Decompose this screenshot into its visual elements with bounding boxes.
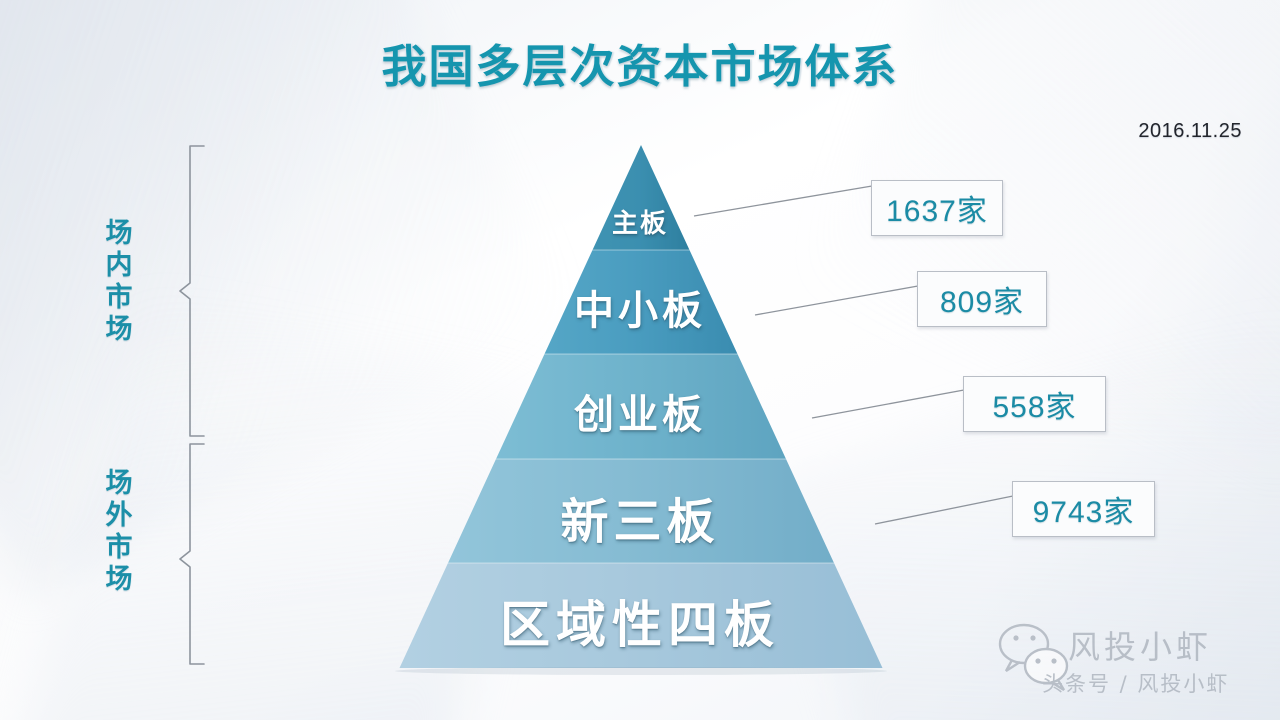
connector-tier-1 (754, 285, 919, 316)
callout-count-2[interactable]: 558家 (963, 376, 1106, 432)
page-title: 我国多层次资本市场体系 (381, 41, 899, 92)
callout-count-3[interactable]: 9743家 (1012, 481, 1155, 537)
pyramid-tier-1 (544, 250, 738, 354)
callout-count-1[interactable]: 809家 (917, 271, 1047, 327)
group-label-off-exchange-char-2: 市 (105, 531, 133, 562)
group-label-off-exchange-char-0: 场 (105, 468, 133, 498)
pyramid-tier-2 (496, 354, 786, 459)
brace-off-exchange (179, 443, 205, 665)
group-label-on-exchange-char-3: 场 (105, 313, 133, 344)
pyramid-tiers (395, 145, 887, 675)
group-label-on-exchange: 场 内 市 场 (97, 218, 141, 345)
callout-count-0[interactable]: 1637家 (871, 180, 1003, 236)
pyramid-tier-4 (399, 563, 883, 668)
group-label-off-exchange-char-1: 外 (105, 499, 133, 530)
connector-tier-3 (874, 495, 1014, 525)
connector-tier-2 (811, 389, 965, 419)
group-label-on-exchange-char-1: 内 (105, 249, 133, 280)
callout-connectors (693, 185, 1014, 525)
brace-on-exchange (179, 145, 205, 437)
group-label-off-exchange: 场 外 市 场 (97, 468, 141, 595)
group-label-on-exchange-char-2: 市 (105, 281, 133, 312)
group-label-on-exchange-char-0: 场 (105, 218, 133, 248)
connector-tier-0 (693, 185, 873, 217)
date-label: 2016.11.25 (1138, 120, 1242, 142)
pyramid-tier-0 (592, 145, 690, 250)
group-braces (179, 145, 205, 665)
pyramid-tier-3 (448, 459, 834, 563)
group-label-off-exchange-char-3: 场 (105, 563, 133, 594)
